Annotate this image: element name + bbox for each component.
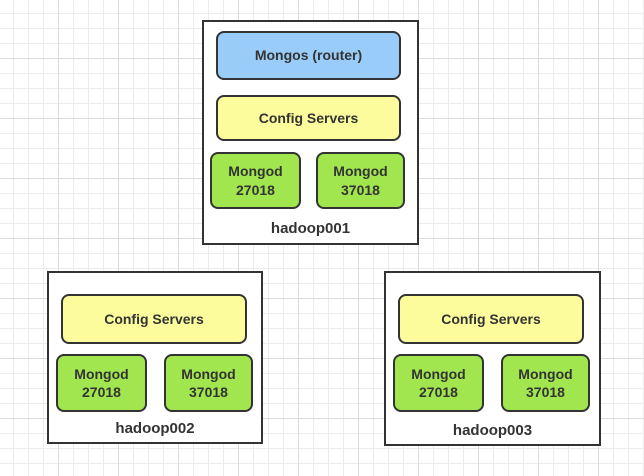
mongod-37018-node-hadoop002: Mongod 37018 [164, 354, 253, 412]
host-box-hadoop002: Config Servers Mongod 27018 Mongod 37018… [47, 271, 263, 444]
host-label-hadoop002: hadoop002 [115, 420, 195, 437]
mongod-37018-node-hadoop003: Mongod 37018 [501, 354, 590, 412]
config-servers-node-hadoop001: Config Servers [216, 95, 401, 141]
mongod-27018-node-hadoop001: Mongod 27018 [210, 152, 301, 209]
mongos-router-node: Mongos (router) [216, 31, 401, 80]
host-label-hadoop003: hadoop003 [452, 422, 533, 439]
mongod-37018-node-hadoop001: Mongod 37018 [316, 152, 405, 209]
host-box-hadoop003: Config Servers Mongod 27018 Mongod 37018… [384, 271, 601, 446]
mongod-27018-node-hadoop002: Mongod 27018 [56, 354, 147, 412]
config-servers-node-hadoop002: Config Servers [61, 294, 247, 344]
host-label-hadoop001: hadoop001 [270, 220, 351, 237]
config-servers-node-hadoop003: Config Servers [398, 294, 584, 344]
mongod-27018-node-hadoop003: Mongod 27018 [393, 354, 484, 412]
host-box-hadoop001: Mongos (router) Config Servers Mongod 27… [202, 20, 419, 245]
